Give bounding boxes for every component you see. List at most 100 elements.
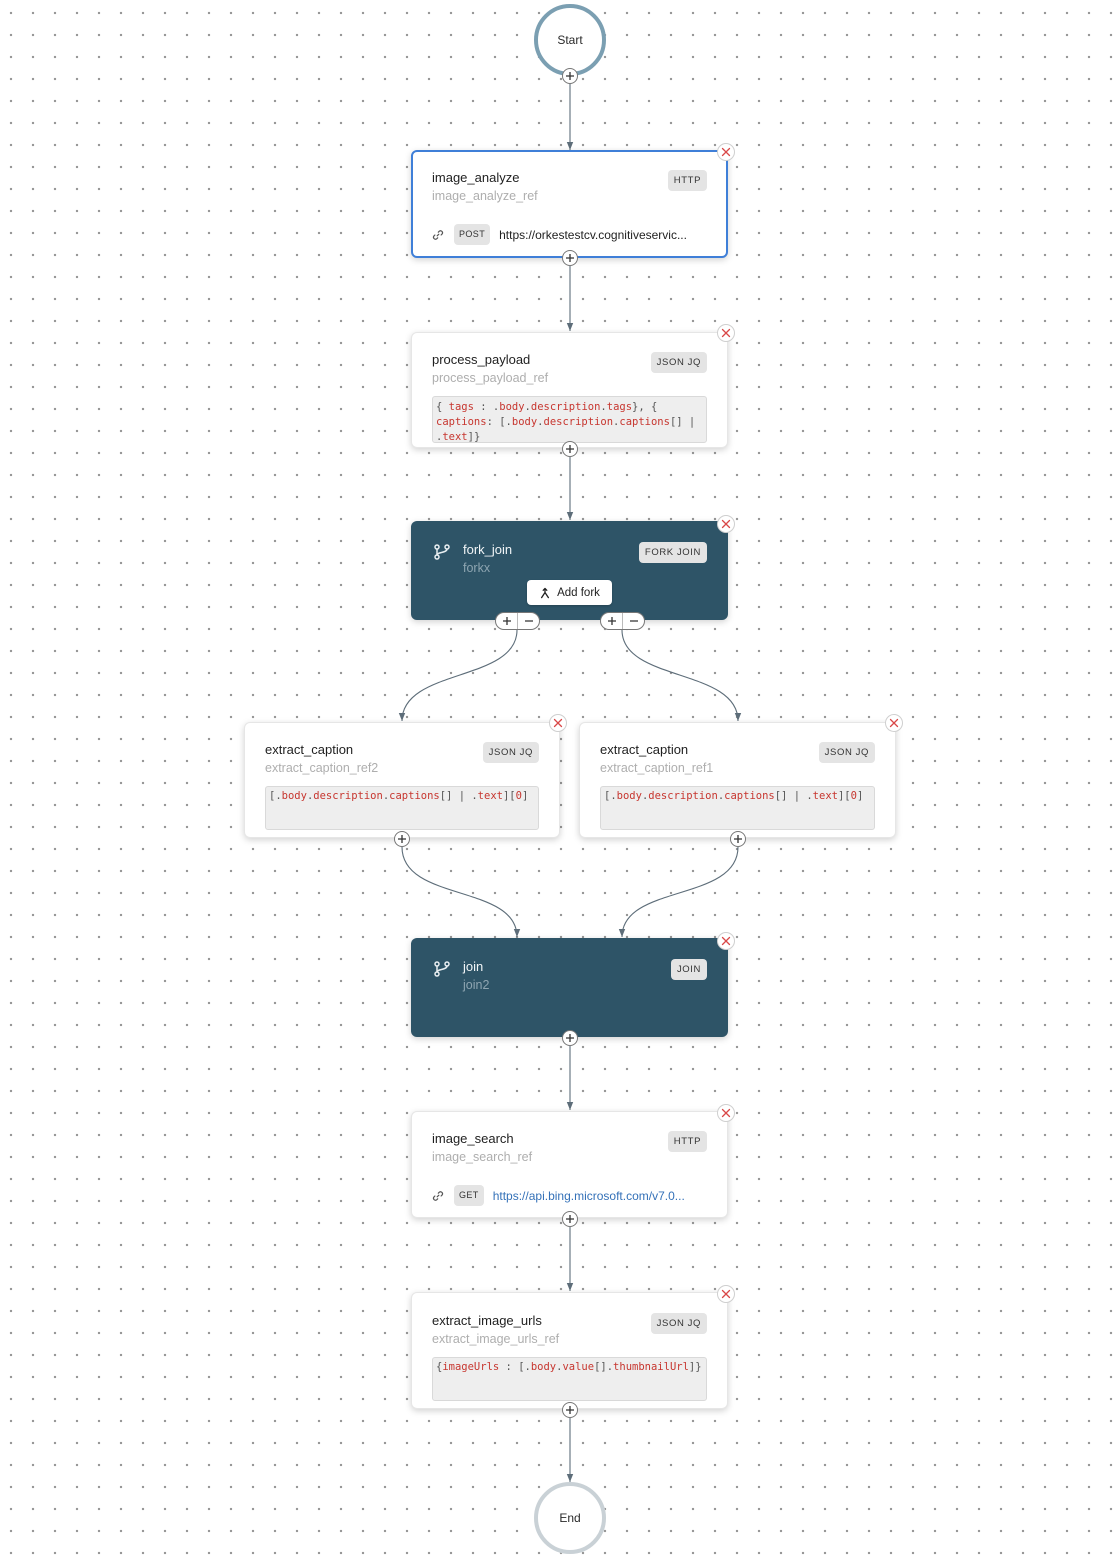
code-identifier: text xyxy=(477,790,503,802)
task-reference: process_payload_ref xyxy=(432,371,549,385)
code-punctuation: ][ xyxy=(502,790,516,802)
jq-expression-line: [.body.description.captions[] | .text][0… xyxy=(604,789,871,804)
add-task-button[interactable] xyxy=(562,68,578,84)
code-identifier: tags xyxy=(448,401,474,413)
code-punctuation: }, { xyxy=(632,401,658,413)
jq-expression: { tags : .body.description.tags}, { capt… xyxy=(432,396,707,443)
task-node-process-payload[interactable]: process_payload process_payload_ref JSON… xyxy=(411,332,728,448)
end-label: End xyxy=(559,1511,581,1525)
task-node-join[interactable]: join join2 JOIN xyxy=(411,938,728,1037)
edge-fork-to-extract-caption-ref2 xyxy=(398,629,518,722)
code-identifier: captions xyxy=(619,416,670,428)
code-punctuation: . xyxy=(556,1361,563,1373)
close-icon xyxy=(721,147,731,157)
code-punctuation: { xyxy=(436,401,449,413)
task-node-image-search[interactable]: image_search image_search_ref HTTP GET h… xyxy=(411,1111,728,1218)
task-reference: join2 xyxy=(463,978,490,992)
code-identifier: tags xyxy=(606,401,633,413)
add-task-button[interactable] xyxy=(394,831,410,847)
http-url-link[interactable]: https://api.bing.microsoft.com/v7.0... xyxy=(492,1188,685,1203)
add-task-button[interactable] xyxy=(496,613,517,629)
code-identifier: thumbnailUrl xyxy=(613,1361,689,1373)
task-name: join xyxy=(463,959,484,974)
code-identifier: body xyxy=(281,790,307,802)
delete-task-button[interactable] xyxy=(717,143,735,161)
delete-task-button[interactable] xyxy=(717,1285,735,1303)
task-reference: image_search_ref xyxy=(432,1150,533,1164)
http-url: https://orkestestcv.cognitiveservic... xyxy=(499,227,687,242)
task-type-badge: JSON JQ xyxy=(650,352,707,373)
code-punctuation: [] | . xyxy=(439,790,478,802)
task-node-fork-join[interactable]: fork_join forkx FORK JOIN xyxy=(411,521,728,620)
delete-task-button[interactable] xyxy=(717,324,735,342)
code-punctuation: . xyxy=(717,790,725,802)
edge-fork-to-extract-caption-ref1 xyxy=(621,629,742,722)
code-punctuation: . xyxy=(600,401,607,413)
task-node-image-analyze[interactable]: image_analyze image_analyze_ref HTTP POS… xyxy=(411,150,728,258)
add-task-button[interactable] xyxy=(730,831,746,847)
code-punctuation: . xyxy=(382,790,390,802)
task-node-extract-caption-ref2[interactable]: extract_caption extract_caption_ref2 JSO… xyxy=(244,722,560,838)
add-task-button[interactable] xyxy=(601,613,622,629)
http-request: GET https://api.bing.microsoft.com/v7.0.… xyxy=(432,1185,685,1206)
add-fork-button[interactable]: Add fork xyxy=(527,580,612,605)
delete-task-button[interactable] xyxy=(549,714,567,732)
remove-fork-branch-button[interactable] xyxy=(517,613,539,629)
close-icon xyxy=(721,1289,731,1299)
close-icon xyxy=(721,519,731,529)
plus-icon xyxy=(566,1406,574,1414)
plus-icon xyxy=(566,254,574,262)
code-identifier: text xyxy=(812,790,838,802)
code-identifier: imageUrls xyxy=(442,1361,500,1373)
code-identifier: body xyxy=(530,1361,557,1373)
minus-icon xyxy=(629,620,638,622)
add-task-button[interactable] xyxy=(562,1030,578,1046)
add-task-button[interactable] xyxy=(562,1402,578,1418)
add-task-button[interactable] xyxy=(562,1211,578,1227)
delete-task-button[interactable] xyxy=(885,714,903,732)
http-request: POST https://orkestestcv.cognitiveservic… xyxy=(432,224,687,245)
close-icon xyxy=(721,1108,731,1118)
fork-icon xyxy=(434,544,450,560)
edge-extract-caption-ref2-to-join xyxy=(401,846,521,938)
plus-icon xyxy=(398,835,406,843)
end-node[interactable]: End xyxy=(534,1482,606,1554)
plus-icon xyxy=(566,445,574,453)
delete-task-button[interactable] xyxy=(717,515,735,533)
code-punctuation: [] | xyxy=(669,416,696,428)
remove-fork-branch-button[interactable] xyxy=(622,613,644,629)
code-punctuation: { xyxy=(436,1361,443,1373)
jq-expression-line: [.body.description.captions[] | .text][0… xyxy=(269,789,535,804)
task-name: extract_caption xyxy=(600,742,689,757)
task-name: extract_image_urls xyxy=(432,1313,542,1328)
task-type-badge: JSON JQ xyxy=(818,742,875,763)
jq-expression-line: { tags : .body.description.tags}, { xyxy=(436,400,703,415)
code-punctuation: []. xyxy=(594,1361,614,1373)
link-icon xyxy=(432,1190,444,1201)
http-method-badge: GET xyxy=(454,1185,484,1206)
add-task-button[interactable] xyxy=(562,441,578,457)
task-reference: image_analyze_ref xyxy=(432,189,538,203)
code-punctuation: [. xyxy=(604,790,617,802)
code-identifier: captions xyxy=(436,416,487,428)
code-punctuation: : [. xyxy=(499,1361,531,1373)
close-icon xyxy=(553,718,563,728)
plus-icon xyxy=(502,617,511,625)
task-node-extract-caption-ref1[interactable]: extract_caption extract_caption_ref1 JSO… xyxy=(579,722,896,838)
plus-icon xyxy=(734,835,742,843)
code-punctuation: ]} xyxy=(688,1361,702,1373)
code-punctuation: . xyxy=(613,416,620,428)
add-fork-icon xyxy=(541,587,550,598)
close-icon xyxy=(889,718,899,728)
code-punctuation: : [. xyxy=(486,416,512,428)
delete-task-button[interactable] xyxy=(717,1104,735,1122)
task-node-extract-image-urls[interactable]: extract_image_urls extract_image_urls_re… xyxy=(411,1292,728,1409)
task-name: extract_caption xyxy=(265,742,354,757)
delete-task-button[interactable] xyxy=(717,932,735,950)
fork-branch-controls xyxy=(495,612,540,630)
plus-icon xyxy=(566,1034,574,1042)
code-identifier: description xyxy=(530,401,601,413)
add-task-button[interactable] xyxy=(562,250,578,266)
start-node[interactable]: Start xyxy=(534,4,606,76)
